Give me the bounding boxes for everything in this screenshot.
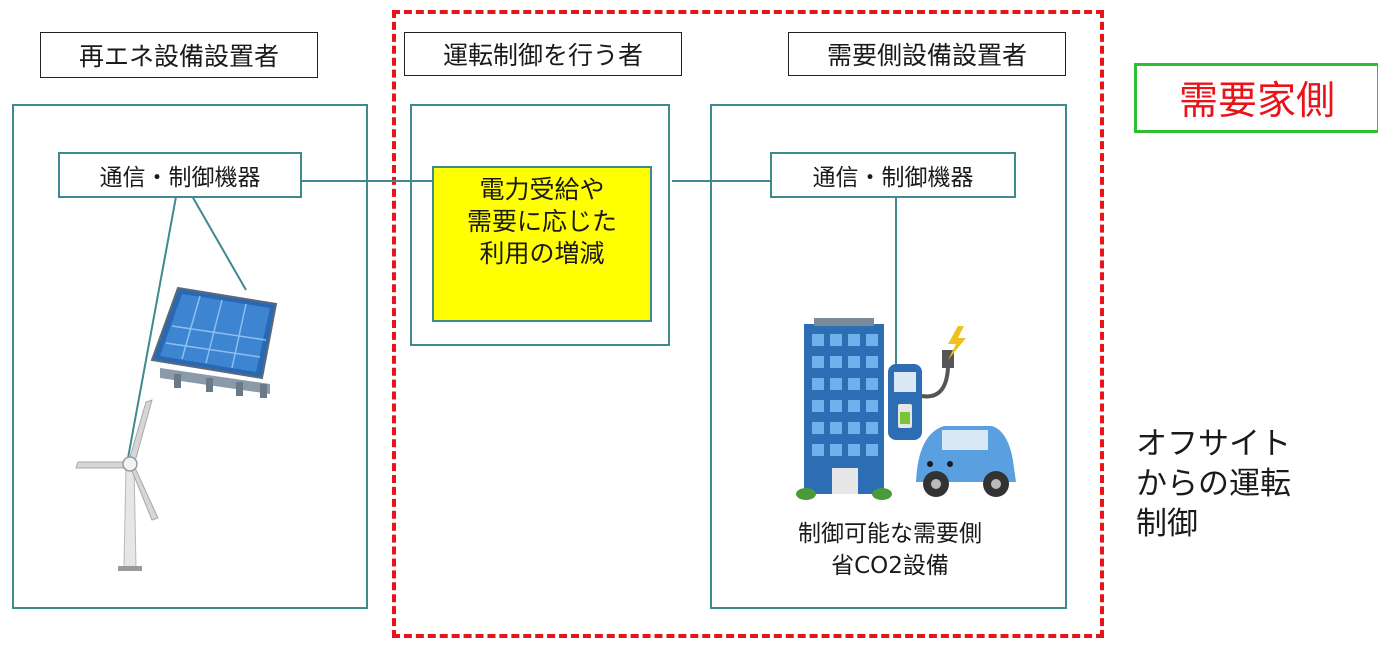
right-comm-device: 通信・制御機器: [770, 152, 1016, 198]
control-action-text: 電力受給や 需要に応じた 利用の増減: [466, 175, 617, 268]
wind-turbine-icon: [75, 399, 159, 571]
demand-equipment-caption: 制御可能な需要側 省CO2設備: [798, 521, 982, 579]
header-renewable-installer: 再エネ設備設置者: [40, 32, 318, 78]
header-demand-installer: 需要側設備設置者: [788, 32, 1066, 76]
solar-panel-icon: [150, 286, 278, 398]
control-action-box: 電力受給や 需要に応じた 利用の増減: [432, 166, 652, 322]
operator-region-dashed-border: [392, 10, 1104, 638]
connector-left: [302, 180, 432, 182]
left-comm-device: 通信・制御機器: [58, 152, 302, 198]
connector-charger: [895, 175, 897, 367]
building-ev-charger-car-icon: [796, 318, 1016, 500]
offsite-control-text: オフサイト からの運転 制御: [1136, 426, 1291, 542]
connector-right: [672, 180, 770, 182]
demand-side-tag: 需要家側: [1134, 63, 1378, 133]
header-operator: 運転制御を行う者: [404, 32, 682, 76]
